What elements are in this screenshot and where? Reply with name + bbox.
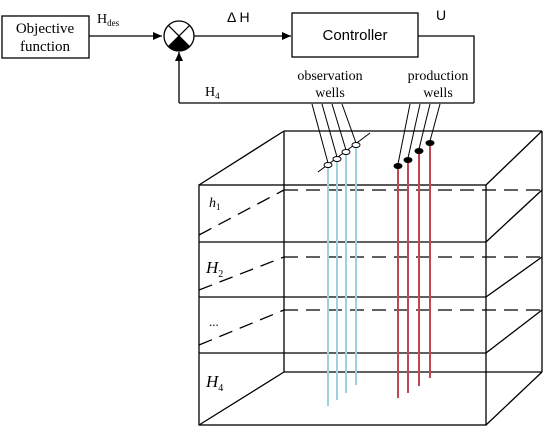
summing-junction [163,20,195,52]
control-loop: Objective function Hdes Δ H Controller U… [1,7,475,104]
side-boundary-1 [485,189,543,243]
delta-h-label: Δ H [227,9,250,25]
observation-wells-label-line2: wells [315,86,345,101]
objective-function-box [1,15,90,59]
aquifer-block [198,130,543,426]
feedback-label-main: H [205,85,215,100]
hdes-label: Hdes [97,12,120,28]
block-front-face [198,184,487,426]
observation-leaders [311,103,357,164]
block-depth-tr [485,130,543,186]
block-depth-tl [198,130,285,186]
layer-label-dots: ... [209,314,219,329]
feedback-label-sub: 4 [215,91,220,101]
production-wells-label-line2: wells [423,86,453,101]
layer-label-h1: h1 [209,196,221,212]
objective-function-label-line1: Objective [16,21,75,37]
block-depth-br [485,371,543,426]
production-leaders [397,103,441,165]
feedback-label: H4 [205,85,220,101]
controller-box [291,12,419,58]
hdes-label-main: H [97,12,107,27]
side-boundary-2 [485,256,543,298]
layer-label-h4: H4 [205,372,223,394]
u-label: U [436,7,446,23]
block-depth-bl [198,371,285,426]
u-output-line [418,35,475,103]
observation-wells [327,145,357,406]
layer-label-h2: H2 [205,258,223,280]
production-well-heads [393,140,435,169]
hdes-label-sub: des [107,18,119,28]
production-wells-label-line1: production [408,69,469,84]
objective-function-label-line2: function [20,39,70,55]
production-wells [397,143,431,398]
observation-wells-label-line1: observation [297,69,362,84]
hidden-layer-lines [198,189,542,346]
observation-well-heads [323,142,361,168]
side-boundary-3 [485,309,543,354]
controller-label: Controller [322,27,387,44]
